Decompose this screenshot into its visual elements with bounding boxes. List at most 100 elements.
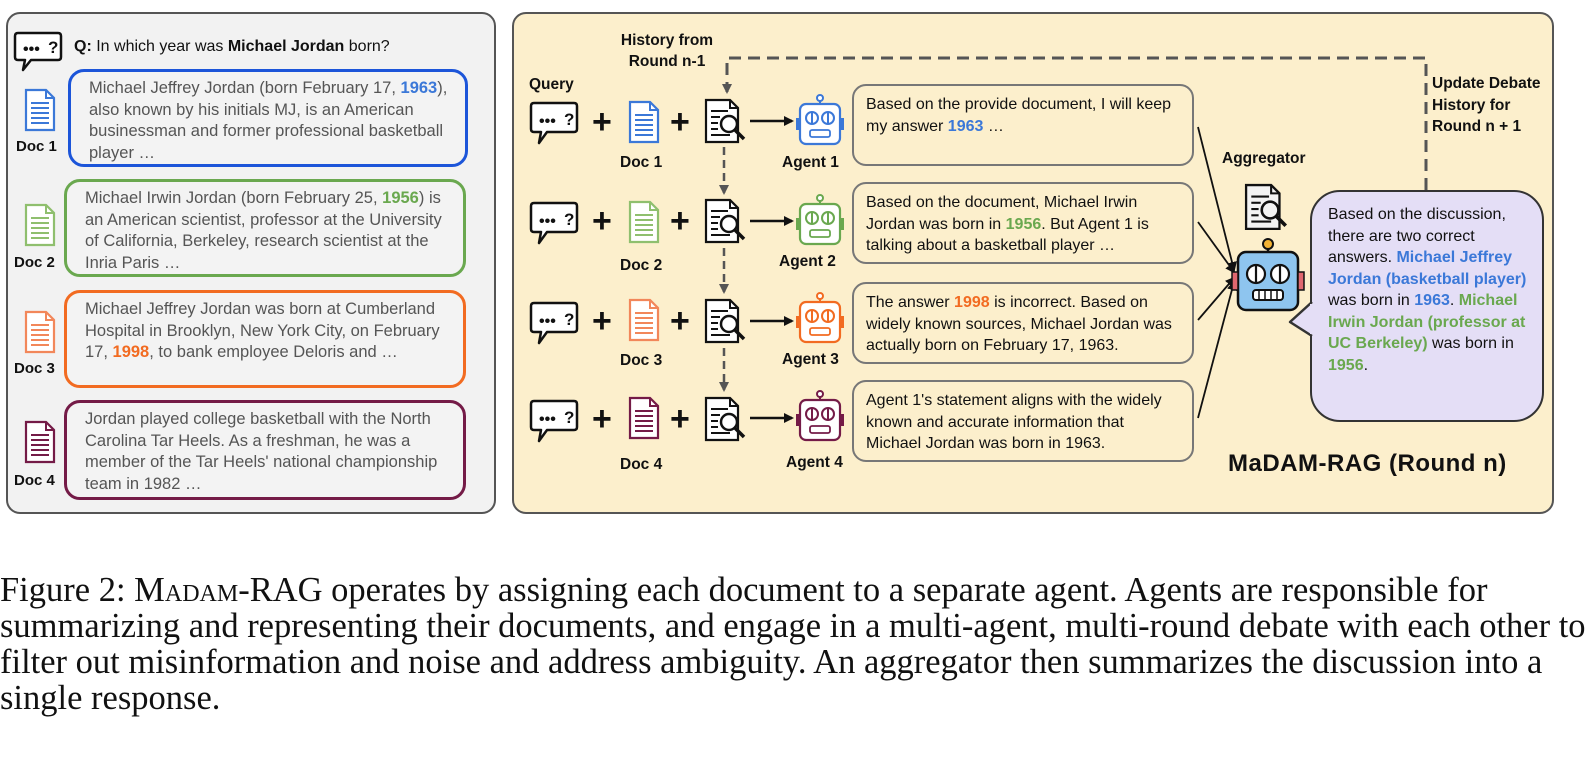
doc-3-text-end: , to bank employee Deloris and … [149,343,398,361]
caption-method-display: Madam [134,571,238,609]
doc-3-year: 1998 [112,343,150,361]
robot-icon [796,194,844,246]
question-prefix: Q: [74,38,92,55]
plus-sign: + [592,103,612,141]
aggregator-bubble-tail [1288,301,1315,338]
speech-bubble-icon: ••• ? [529,399,579,443]
agg-text-3: . [1449,292,1459,309]
agent-4-doc-label: Doc 4 [620,456,663,473]
doc-2-text-end: ) is an American scientist, professor at… [85,189,442,272]
agg-text-4: was born in [1427,335,1514,352]
agg-text-2: was born in [1328,292,1415,309]
caption-text: -RAG operates by assigning each document… [0,571,1586,717]
agent-2-label: Agent 2 [779,253,836,270]
aggregator-label: Aggregator [1222,150,1306,167]
question-post: born? [344,38,390,55]
doc-1-box: Michael Jeffrey Jordan (born February 17… [68,69,468,167]
doc-2-box: Michael Irwin Jordan (born February 25, … [64,179,466,277]
document-search-icon [704,298,746,344]
agent-2-year: 1956 [1005,215,1042,233]
agg-answer-1: Michael Jeffrey Jordan (basketball playe… [1328,249,1527,288]
robot-icon [796,94,844,146]
doc-3-box: Michael Jeffrey Jordan was born at Cumbe… [64,290,466,388]
plus-sign: + [670,202,690,240]
doc-4-text: Jordan played college basketball with th… [85,410,438,493]
svg-text:•••: ••• [23,41,40,58]
agent-2-response: Based on the document, Michael Irwin Jor… [852,182,1194,264]
svg-text:?: ? [48,38,58,57]
agg-year-1: 1963 [1414,292,1450,309]
robot-icon [796,390,844,442]
svg-text:•••: ••• [539,213,556,230]
plus-sign: + [592,400,612,438]
agent-4-text: Agent 1's statement aligns with the wide… [866,392,1162,452]
agent-3-text: The answer [866,294,955,311]
agent-2-doc-label: Doc 2 [620,257,663,274]
doc-1-year: 1963 [400,79,438,97]
update-history-label: Update Debate History for Round n + 1 [1432,75,1541,135]
doc-2-label: Doc 2 [14,254,55,271]
agent-3-text-end: is incorrect. Based on widely known sour… [866,294,1172,354]
doc-4-box: Jordan played college basketball with th… [64,400,466,500]
svg-text:?: ? [564,210,574,229]
svg-text:?: ? [564,408,574,427]
caption-method-rest: adam [164,571,239,609]
doc-1-text-end: ), also known by his initials MJ, is an … [89,79,448,162]
svg-text:?: ? [564,110,574,129]
agg-text-1: Based on the discussion, there are two c… [1328,206,1506,266]
agent-2-text-end: . But Agent 1 is talking about a basketb… [866,215,1149,255]
agent-3-response: The answer 1998 is incorrect. Based on w… [852,282,1194,364]
query-label: Query [529,76,574,93]
svg-text:?: ? [564,310,574,329]
figure-caption: Figure 2: MADAMMadam-RAG operates by ass… [0,572,1596,716]
speech-bubble-icon: ••• ? [529,101,579,145]
document-icon [628,396,660,440]
doc-3-text: Michael Jeffrey Jordan was born at Cumbe… [85,300,440,361]
document-icon [628,100,660,144]
question-pre: In which year was [96,38,228,55]
plus-sign: + [670,400,690,438]
agent-1-year: 1963 [947,117,984,135]
agent-3-year: 1998 [954,294,990,311]
agent-4-label: Agent 4 [786,454,843,471]
agg-year-2: 1956 [1328,356,1364,374]
document-search-icon [704,98,746,144]
doc-1-text: Michael Jeffrey Jordan (born February 17… [89,79,401,97]
agg-text-5: . [1363,356,1369,374]
question-entity: Michael Jordan [227,38,345,55]
history-label: History from Round n-1 [620,32,714,70]
agent-1-response: Based on the provide document, I will ke… [852,84,1194,166]
caption-method-initial: M [134,571,165,609]
speech-bubble-icon: ••• ? [529,301,579,345]
document-icon [24,420,56,464]
agent-3-label: Agent 3 [782,351,839,368]
aggregator-robot-icon [1231,238,1305,312]
agent-1-text-end: … [983,117,1004,135]
panel-title: MaDAM-RAG (Round n) [1228,450,1507,477]
doc-1-label: Doc 1 [16,138,57,155]
agent-4-response: Agent 1's statement aligns with the wide… [852,380,1194,462]
document-icon [24,88,56,132]
agent-1-text: Based on the provide document, I will ke… [866,96,1172,135]
plus-sign: + [670,103,690,141]
agent-1-label: Agent 1 [782,154,839,171]
agent-3-doc-label: Doc 3 [620,352,663,369]
document-icon [628,200,660,244]
document-icon [628,298,660,342]
svg-text:•••: ••• [539,411,556,428]
caption-prefix: Figure 2: [0,571,135,609]
plus-sign: + [592,202,612,240]
question: Q: In which year was Michael Jordan born… [74,38,390,56]
speech-bubble-icon: ••• ? [13,31,63,72]
aggregator-response: Based on the discussion, there are two c… [1310,190,1544,422]
agent-1-doc-label: Doc 1 [620,154,663,171]
svg-text:•••: ••• [539,313,556,330]
document-search-icon [704,396,746,442]
speech-bubble-icon: ••• ? [529,201,579,245]
agg-answer-2: Michael Irwin Jordan (professor at UC Be… [1328,292,1526,352]
document-search-icon [1244,183,1288,231]
robot-icon [796,292,844,344]
plus-sign: + [592,302,612,340]
document-icon [24,203,56,247]
doc-4-label: Doc 4 [14,472,55,489]
